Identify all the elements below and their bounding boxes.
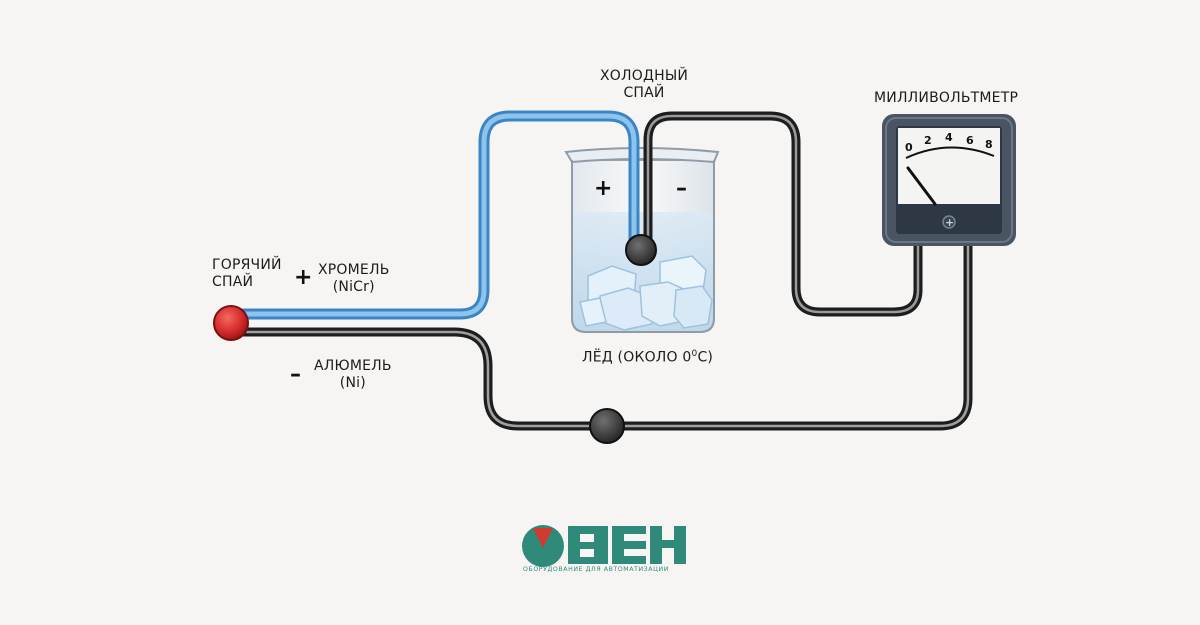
- hot-junction-label-line2: СПАЙ: [212, 274, 254, 290]
- chromel-wire: [226, 110, 640, 320]
- millivoltmeter-label: МИЛЛИВОЛЬТМЕТР: [874, 90, 1019, 106]
- cold-junction-label-line2: СПАЙ: [623, 85, 665, 101]
- logo-red-tick: [533, 528, 553, 548]
- meter-tick-4: 4: [945, 131, 953, 144]
- beaker-minus-sign: –: [676, 176, 687, 201]
- cold-junction-label: ХОЛОДНЫЙ СПАЙ: [600, 68, 688, 102]
- hot-junction-label: ГОРЯЧИЙ СПАЙ: [212, 257, 282, 291]
- beaker-outline: [571, 160, 715, 333]
- meter-dial: [898, 128, 1000, 204]
- beaker-rim: [564, 147, 720, 164]
- alumel-label-line2: (Ni): [339, 375, 366, 391]
- beaker-plus-sign: +: [594, 176, 613, 201]
- oven-logo: [522, 525, 686, 567]
- meter-terminal: [942, 215, 956, 229]
- logo-letter-b: [568, 526, 608, 564]
- ice-label: ЛЁД (ОКОЛО 00C): [582, 346, 713, 367]
- alumel-label: АЛЮМЕЛЬ (Ni): [314, 358, 392, 392]
- ice-label-degree: 0: [691, 349, 698, 359]
- cold-junction-label-line1: ХОЛОДНЫЙ: [600, 68, 689, 84]
- hot-junction-ball: [213, 305, 249, 341]
- meter-tick-0: 0: [905, 141, 913, 154]
- millivoltmeter: 0 2 4 6 8 +: [882, 114, 1016, 246]
- chromel-label-line1: ХРОМЕЛЬ: [318, 262, 390, 278]
- ice-cubes: [579, 255, 713, 331]
- ice-label-text: ЛЁД (ОКОЛО 0: [582, 349, 692, 366]
- meter-needle: [906, 166, 937, 206]
- meter-tick-2: 2: [924, 134, 932, 147]
- cold-junction-to-meter-wire: [643, 111, 923, 317]
- ice-label-unit: C): [697, 349, 714, 366]
- wire-connector-ball: [589, 408, 625, 444]
- meter-terminal-sign: +: [945, 216, 954, 229]
- meter-tick-8: 8: [985, 138, 993, 151]
- beaker: [564, 147, 720, 333]
- meter-tick-6: 6: [966, 134, 974, 147]
- hot-junction-label-line1: ГОРЯЧИЙ: [212, 257, 282, 273]
- alumel-label-line1: АЛЮМЕЛЬ: [314, 358, 392, 374]
- logo-letter-e: [612, 526, 646, 564]
- chromel-label-line2: (NiCr): [332, 279, 375, 295]
- alumel-minus-sign: –: [290, 362, 301, 387]
- chromel-plus-sign: +: [294, 265, 313, 290]
- alumel-wire: [227, 241, 973, 431]
- cold-junction-ball: [625, 234, 657, 266]
- chromel-label: ХРОМЕЛЬ (NiCr): [318, 262, 390, 296]
- logo-tagline: ОБОРУДОВАНИЕ ДЛЯ АВТОМАТИЗАЦИИ: [523, 566, 669, 573]
